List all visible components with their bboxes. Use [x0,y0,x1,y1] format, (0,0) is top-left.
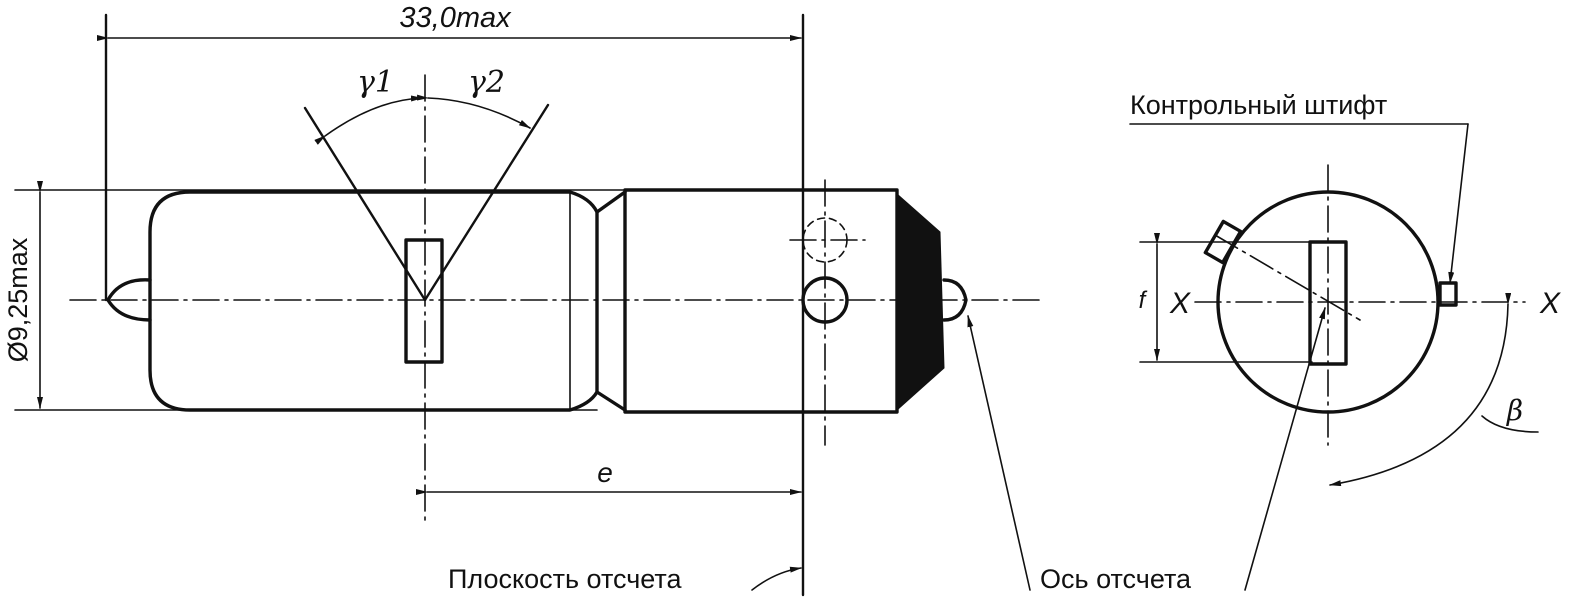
gamma1-label: γ1 [357,65,394,100]
diameter-label: Ø9,25max [3,237,33,362]
bulb-tip [106,278,152,322]
glass-bulb-outline [148,190,599,412]
base-contact [942,278,968,322]
cone-line-right [423,103,550,302]
e-label: e [597,457,613,488]
reference-axis-leader-right [1244,307,1326,591]
metal-base [623,188,899,414]
filament [404,238,444,364]
f-label: f [1139,287,1148,314]
side-view: 33,0max Ø9,25max e γ1 γ2 Плоскость отсче… [3,2,1041,597]
bulb-neck [595,190,627,412]
x-label-right: X [1539,287,1561,320]
cone-line-left [303,106,427,302]
reference-axis-label: Ось отсчета [1040,564,1192,594]
tilted-pin-axis [1214,234,1361,321]
beta-label: β [1506,394,1523,427]
control-pin-label: Контрольный штифт [1130,90,1387,120]
x-label-left: X [1169,287,1191,320]
overall-length-label: 33,0max [399,2,512,34]
tilted-pin [1203,219,1243,265]
reference-plane-leader [751,566,802,591]
beta-leader [1481,415,1539,433]
reference-plane-label: Плоскость отсчета [448,564,682,594]
control-pin-leader [1448,123,1469,284]
gamma2-label: γ2 [468,65,505,100]
reference-axis-leader-left [967,315,1031,591]
beta-arc [1329,292,1512,487]
base-insulator [896,192,945,412]
gamma1-arc [314,95,423,145]
end-view: f X X β Контрольный штифт Ось отсчета [967,90,1561,594]
gamma2-arc [416,94,531,129]
